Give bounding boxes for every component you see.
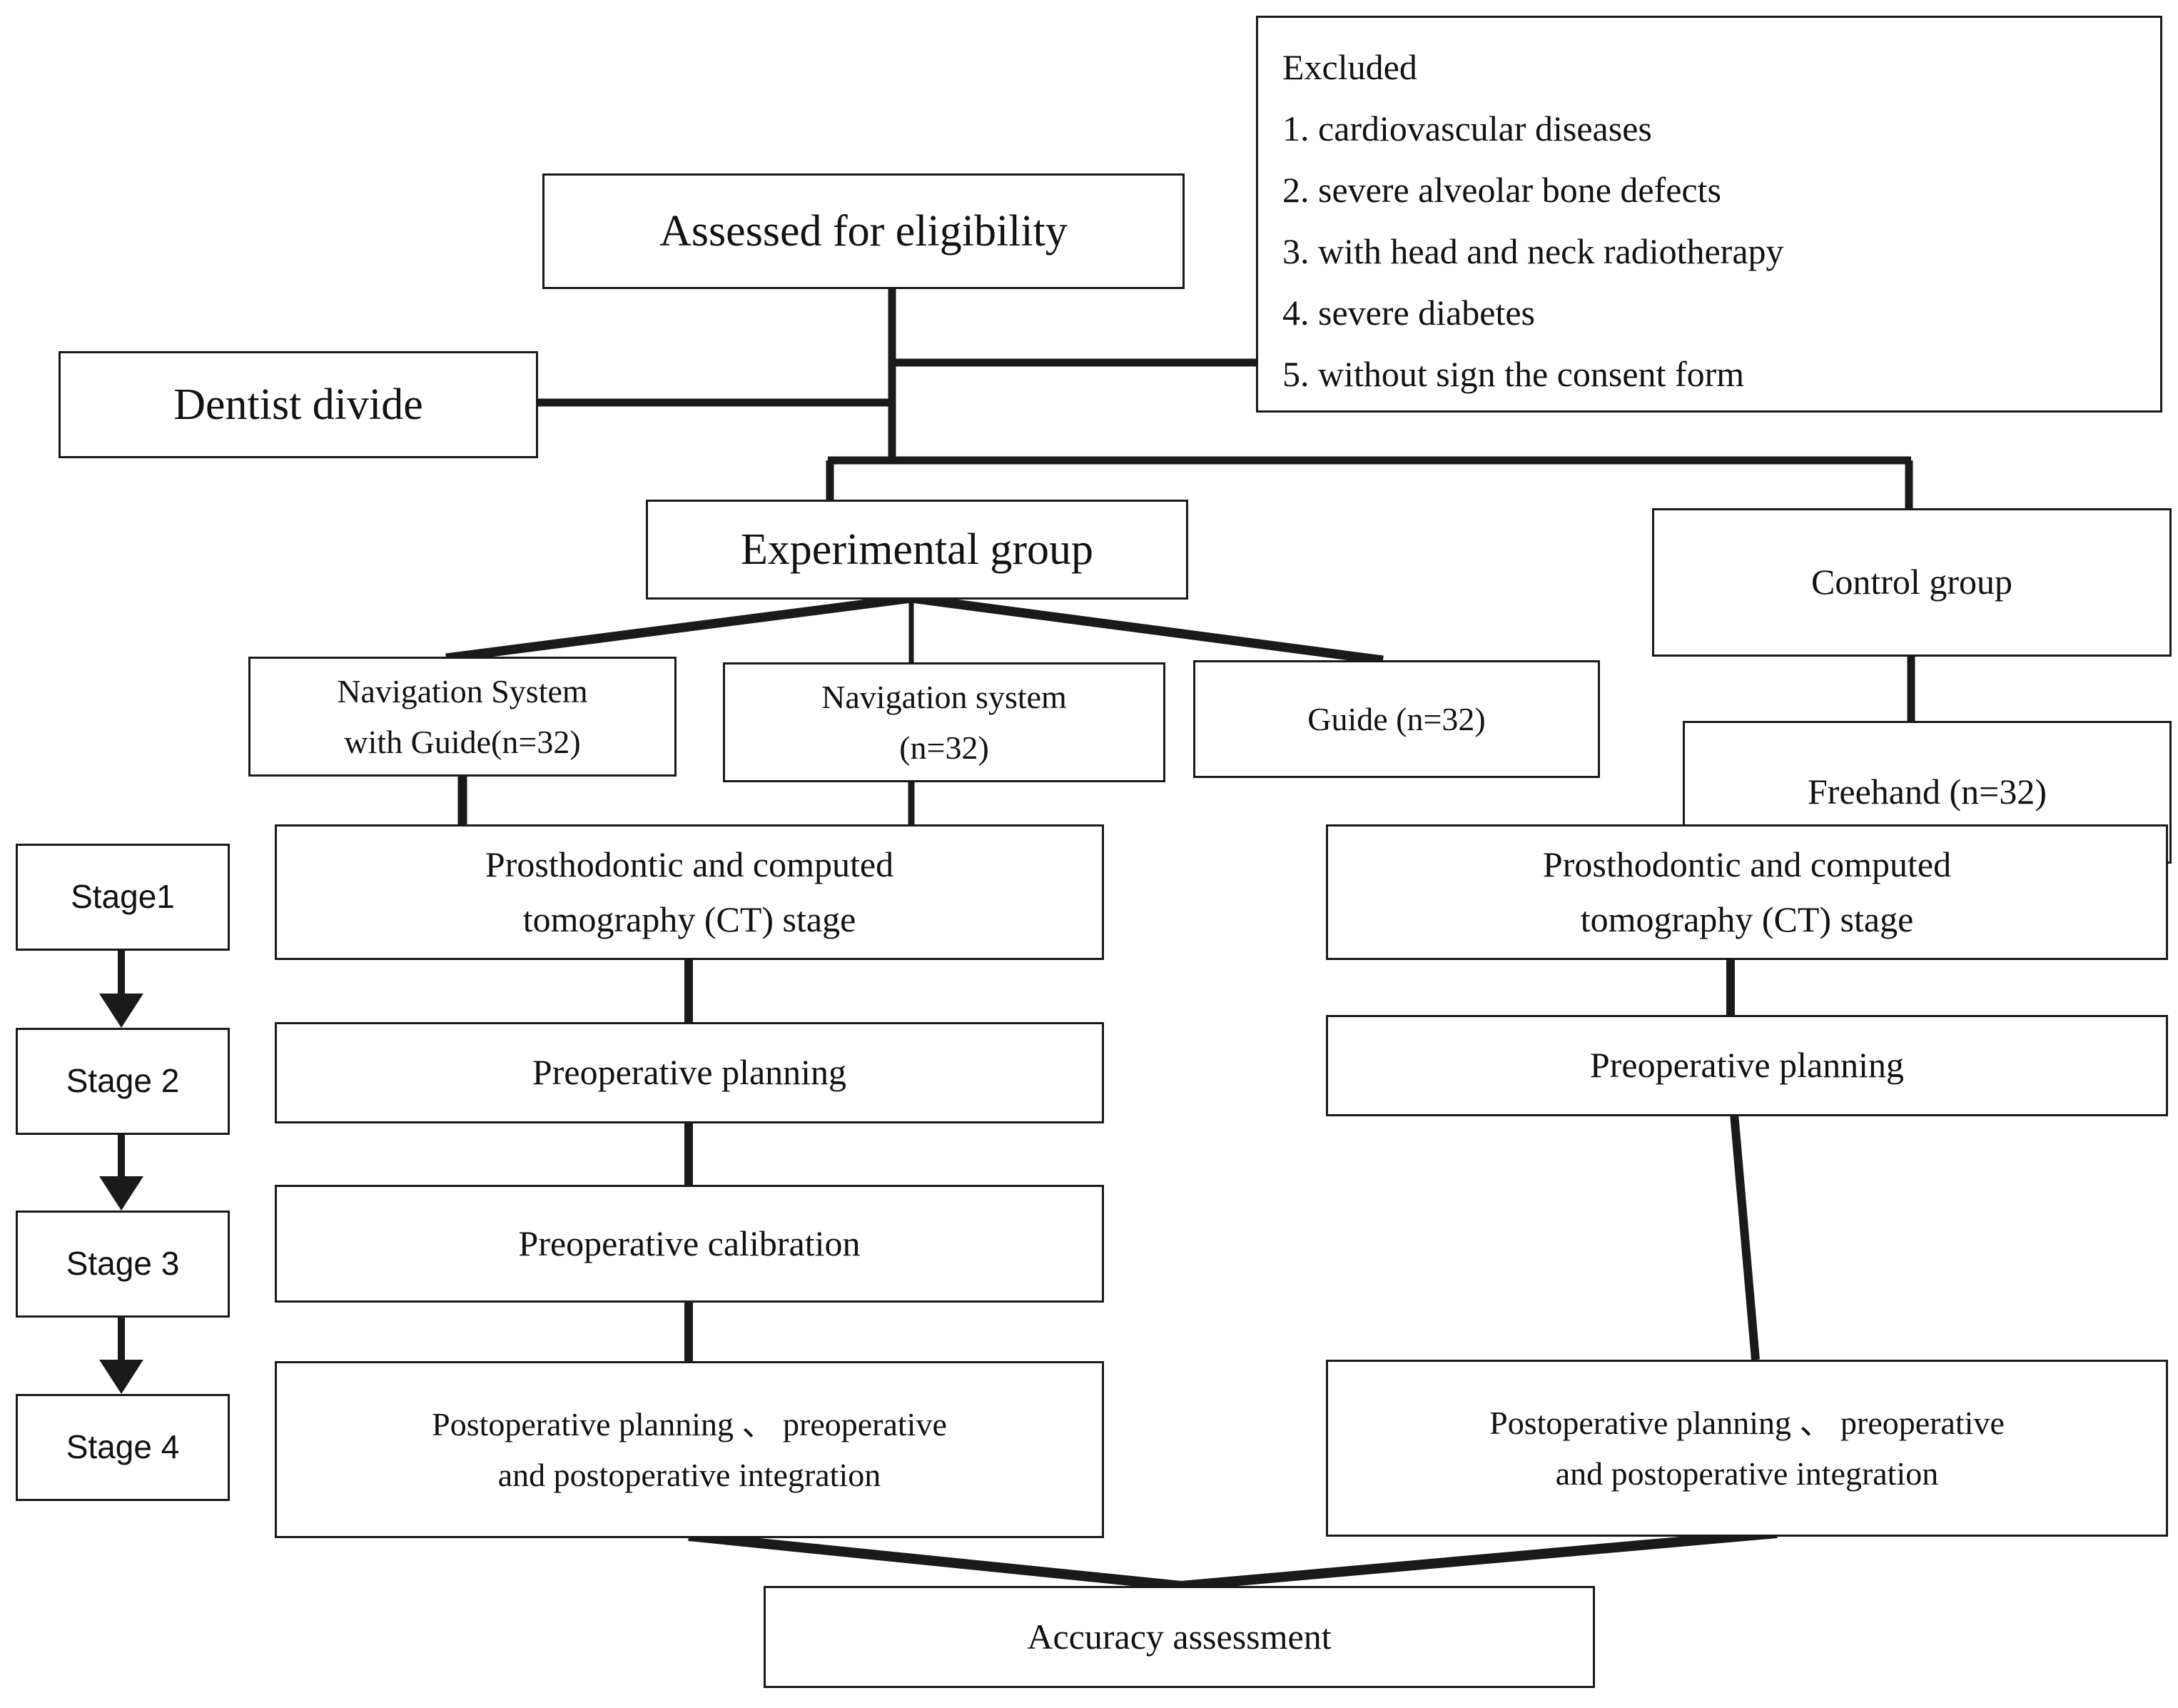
arrowhead-stage2-stage3 [99, 1176, 143, 1211]
preop-plan-left-label: Preoperative planning [532, 1052, 847, 1093]
node-ct-stage-experimental[interactable]: Prosthodontic and computed tomography (C… [275, 824, 1104, 960]
preop-plan-right-label: Preoperative planning [1589, 1045, 1905, 1086]
node-accuracy-assessment[interactable]: Accuracy assessment [764, 1586, 1595, 1688]
navguide-line-2: with Guide(n=32) [344, 724, 581, 760]
excluded-item-3: 3. with head and neck radiotherapy [1282, 231, 1784, 271]
connector-postop-right-to-accuracy [1180, 1528, 1778, 1591]
stage-1-label: Stage1 [71, 878, 175, 916]
node-guide-label: Guide (n=32) [1307, 700, 1486, 737]
node-navigation-system[interactable]: Navigation system (n=32) [723, 662, 1165, 782]
node-preoperative-planning-experimental[interactable]: Preoperative planning [275, 1022, 1104, 1123]
ct-right-line-1: Prosthodontic and computed [1542, 844, 1952, 884]
stage-3-label: Stage 3 [66, 1245, 180, 1283]
node-assessed-for-eligibility[interactable]: Assessed for eligibility [542, 173, 1185, 289]
node-experimental-group[interactable]: Experimental group [646, 500, 1188, 600]
navguide-line-1: Navigation System [337, 672, 588, 709]
node-stage-1[interactable]: Stage1 [16, 844, 230, 951]
excluded-item-4: 4. severe diabetes [1282, 293, 1536, 333]
stage-4-label: Stage 4 [66, 1428, 180, 1466]
node-stage-3[interactable]: Stage 3 [16, 1211, 230, 1318]
postop-left-line-1: Postoperative planning 、 preoperative [432, 1405, 947, 1442]
node-stage-4[interactable]: Stage 4 [16, 1394, 230, 1501]
postop-right-line-2: and postoperative integration [1555, 1455, 1939, 1492]
node-experimental-label: Experimental group [740, 525, 1094, 574]
node-control-group[interactable]: Control group [1652, 508, 2172, 657]
postop-left-line-2: and postoperative integration [497, 1457, 881, 1493]
node-assessed-label: Assessed for eligibility [659, 206, 1068, 256]
node-postoperative-integration-experimental[interactable]: Postoperative planning 、 preoperative an… [275, 1361, 1104, 1538]
navsystem-line-2: (n=32) [899, 729, 989, 766]
excluded-item-1: 1. cardiovascular diseases [1282, 108, 1652, 148]
accuracy-label: Accuracy assessment [1027, 1616, 1332, 1657]
node-freehand-label: Freehand (n=32) [1807, 772, 2047, 812]
connector-exp-to-guide [911, 593, 1384, 665]
connector-postop-left-to-accuracy [688, 1531, 1182, 1591]
node-navigation-system-with-guide[interactable]: Navigation System with Guide(n=32) [248, 657, 677, 777]
postop-right-line-1: Postoperative planning 、 preoperative [1489, 1404, 2005, 1441]
arrowhead-stage1-stage2 [99, 994, 143, 1028]
node-guide[interactable]: Guide (n=32) [1193, 660, 1600, 778]
node-postoperative-integration-control[interactable]: Postoperative planning 、 preoperative an… [1326, 1360, 2168, 1537]
preop-calib-label: Preoperative calibration [518, 1223, 861, 1263]
connector-preop-right-to-postop [1730, 1113, 1760, 1360]
node-stage-2[interactable]: Stage 2 [16, 1028, 230, 1135]
node-dentist-divide[interactable]: Dentist divide [59, 351, 538, 458]
navsystem-line-1: Navigation system [821, 678, 1067, 715]
node-preoperative-planning-control[interactable]: Preoperative planning [1326, 1015, 2168, 1116]
excluded-item-2: 2. severe alveolar bone defects [1282, 170, 1721, 210]
ct-left-line-1: Prosthodontic and computed [485, 844, 894, 884]
excluded-heading: Excluded [1282, 47, 1417, 87]
node-ct-stage-control[interactable]: Prosthodontic and computed tomography (C… [1326, 824, 2168, 960]
connector-exp-to-navguide [445, 593, 912, 663]
node-preoperative-calibration[interactable]: Preoperative calibration [275, 1185, 1104, 1303]
ct-right-line-2: tomography (CT) stage [1580, 899, 1914, 939]
arrowhead-stage3-stage4 [99, 1360, 143, 1394]
ct-left-line-2: tomography (CT) stage [522, 899, 856, 939]
stage-2-label: Stage 2 [66, 1062, 180, 1100]
node-control-label: Control group [1811, 562, 2012, 602]
node-excluded[interactable]: Excluded 1. cardiovascular diseases 2. s… [1256, 16, 2162, 413]
node-dentist-label: Dentist divide [173, 380, 423, 429]
excluded-item-5: 5. without sign the consent form [1282, 354, 1745, 394]
